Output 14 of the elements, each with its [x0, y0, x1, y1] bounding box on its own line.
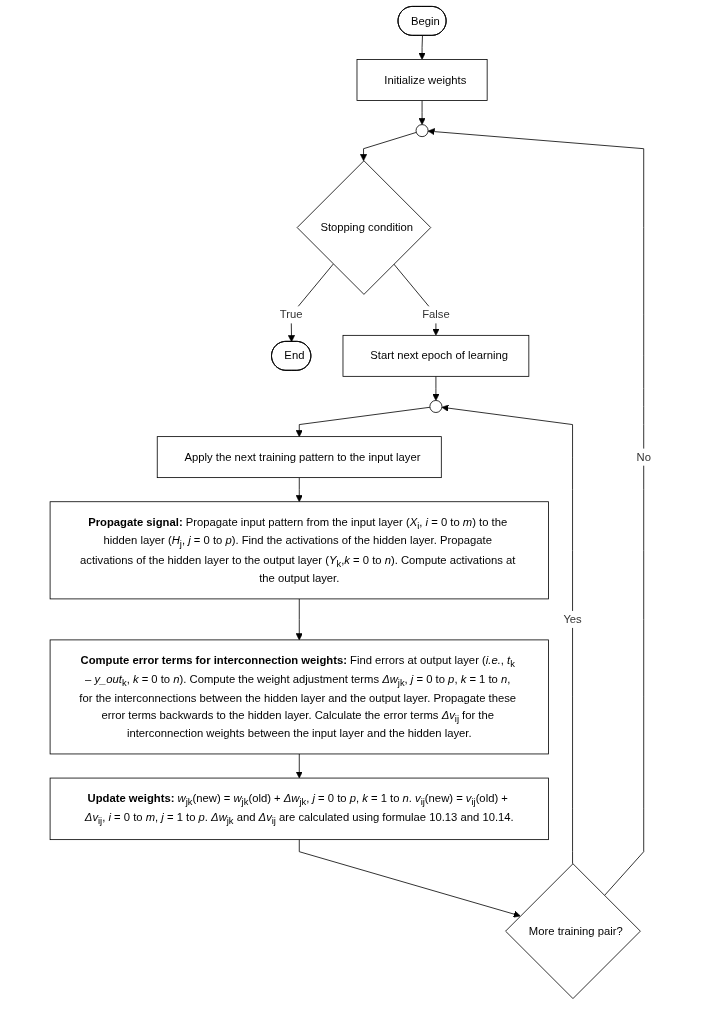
node-box: Apply the next training pattern to the input layer [156, 436, 442, 478]
node-circle [429, 400, 443, 413]
edge-label: No [636, 450, 651, 464]
node-box: Update weights: w$_{jk}$(new) = w$_{jk}$(old) + Δw$_{jk}$, j = 0 to p, k = 1 to n. v$_{ij}$(new) = v$_{ij}$(old) + Δv$_{ij}$, i = 0 to m, j = 1 to p. Δw$_{jk}$ and Δv$_{ij}$ are calculated using formulae 10.13 and 10.14. [49, 777, 549, 841]
edge-label: False [422, 308, 450, 321]
node-box: Initialize weights [356, 59, 488, 101]
node-circle [415, 124, 429, 138]
node-diamond: Stopping condition [296, 160, 432, 295]
node-box: Compute error terms for interconnection weights: Find errors at output layer (i.e., t$_{k}$ – y_out$_{k}$, k = 0 to n). Compute the weight adjustment terms Δw$_{jk}$, j = 0 to p, k = 1 to n, for the interconnections between the hidden layer and the output layer. Propagate these error terms backwards to the hidden layer. Calculate the error terms Δv$_{ij}$ for the interconnection weights between the input layer and the hidden layer. [49, 639, 549, 755]
edge-label: Yes [563, 612, 582, 626]
edge-label: True [279, 308, 303, 321]
node-box: Propagate signal: Propagate input pattern from the input layer (X$_{i}$, i = 0 to m) to the hidden layer (H$_{j}$, j = 0 to p). Find the activations of the hidden layer. Propagate activations of the hidden layer to the output layer (Y$_{k}$,k = 0 to n). Compute activations at the output layer. [49, 501, 549, 600]
node-diamond: More training pair? [505, 863, 641, 999]
node-box: Start next epoch of learning [342, 334, 530, 377]
